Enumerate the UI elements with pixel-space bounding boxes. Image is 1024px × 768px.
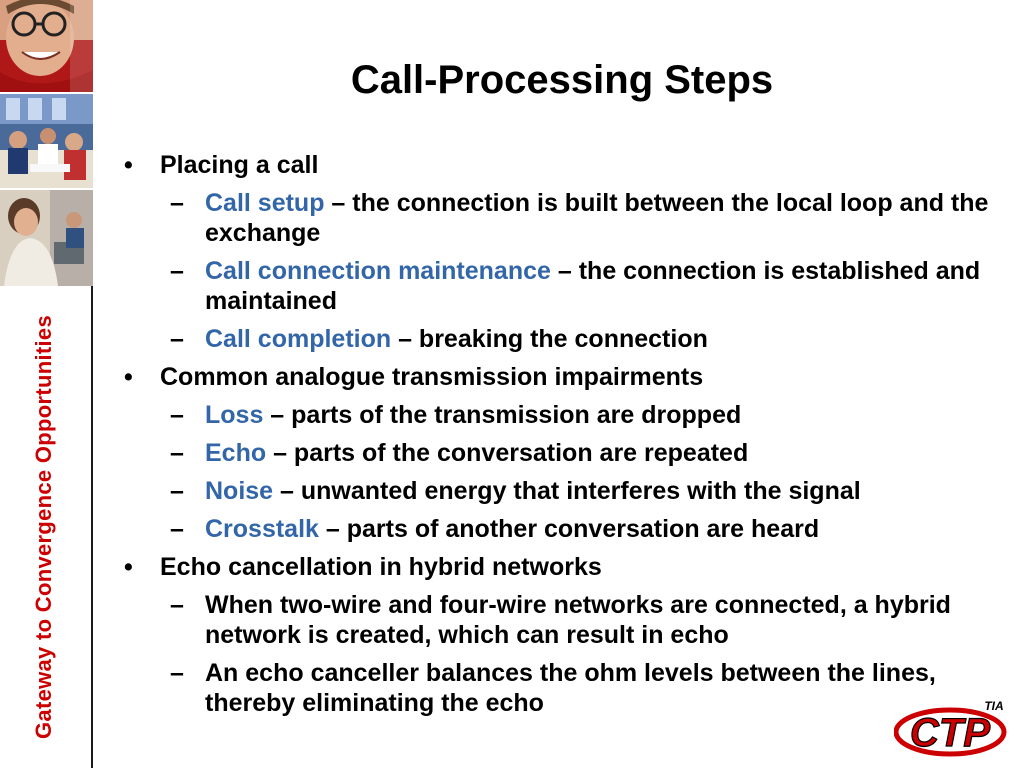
sub-bullet-marker: – [170, 257, 184, 285]
ctp-logo: CTP TIA [893, 696, 1012, 758]
bullet-text: Echo cancellation in hybrid networks [160, 553, 602, 581]
sub-bullet-marker: – [170, 591, 184, 619]
bullet-item: • Echo cancellation in hybrid networks [118, 552, 998, 582]
sub-bullet-text: An echo canceller balances the ohm level… [205, 659, 936, 717]
sub-bullet-text: – breaking the connection [391, 325, 708, 353]
sub-bullet-text: – the connection is established and main… [205, 257, 981, 315]
photo-divider [0, 188, 93, 190]
sub-bullet-term: Call setup [205, 189, 325, 217]
logo-super-text: TIA [984, 699, 1003, 713]
sub-bullet-text: – parts of another conversation are hear… [318, 515, 820, 543]
sub-bullet-marker: – [170, 325, 184, 353]
sidebar-tagline-area: Gateway to Convergence Opportunities [0, 292, 91, 762]
sub-bullet-marker: – [170, 189, 184, 217]
slide-title: Call-Processing Steps [350, 58, 774, 102]
sub-bullet-text: When two-wire and four-wire networks are… [205, 591, 951, 649]
sub-bullet-text: – unwanted energy that interferes with t… [273, 477, 861, 505]
bullet-item: • Common analogue transmission impairment… [118, 362, 998, 392]
bullet-item: • Placing a call [118, 150, 998, 180]
photo-divider [0, 92, 93, 94]
sub-bullet-item: –Crosstalk – parts of another conversati… [118, 514, 998, 544]
bullet-marker: • [124, 553, 133, 581]
bullet-text: Common analogue transmission impairments [160, 363, 704, 391]
sub-bullet-term: Call completion [205, 325, 392, 353]
sidebar-photo-meeting [0, 94, 93, 188]
sub-bullet-item: –Call setup – the connection is built be… [118, 188, 998, 248]
sidebar-photo-smiling-man [0, 0, 93, 92]
sub-bullet-marker: – [170, 659, 184, 687]
sub-bullet-item: –Call connection maintenance – the conne… [118, 256, 998, 316]
sub-bullet-marker: – [170, 515, 184, 543]
sub-bullet-item: –When two-wire and four-wire networks ar… [118, 590, 998, 650]
sub-bullet-text: – parts of the conversation are repeated [266, 439, 749, 467]
sub-bullet-term: Echo [205, 439, 267, 467]
bullet-text: Placing a call [160, 151, 319, 179]
sub-bullet-term: Noise [205, 477, 274, 505]
sub-bullet-term: Crosstalk [205, 515, 319, 543]
sub-bullet-marker: – [170, 439, 184, 467]
sub-bullet-marker: – [170, 477, 184, 505]
sidebar-tagline: Gateway to Convergence Opportunities [31, 315, 56, 739]
bullet-marker: • [124, 151, 133, 179]
logo-main-text: CTP [910, 711, 990, 755]
sub-bullet-marker: – [170, 401, 184, 429]
sub-bullet-item: –Echo – parts of the conversation are re… [118, 438, 998, 468]
sub-bullet-term: Loss [205, 401, 264, 429]
sub-bullet-item: –Noise – unwanted energy that interferes… [118, 476, 998, 506]
sub-bullet-text: – the connection is built between the lo… [205, 189, 989, 247]
bullet-marker: • [124, 363, 133, 391]
sub-bullet-item: –An echo canceller balances the ohm leve… [118, 658, 998, 718]
sidebar: Gateway to Convergence Opportunities [0, 0, 93, 768]
sub-bullet-item: –Loss – parts of the transmission are dr… [118, 400, 998, 430]
slide-content: •Placing a call–Call setup – the connect… [118, 150, 998, 726]
sub-bullet-term: Call connection maintenance [205, 257, 551, 285]
sub-bullet-item: –Call completion – breaking the connecti… [118, 324, 998, 354]
sidebar-photo-woman-desk [0, 190, 93, 286]
sub-bullet-text: – parts of the transmission are dropped [263, 401, 742, 429]
